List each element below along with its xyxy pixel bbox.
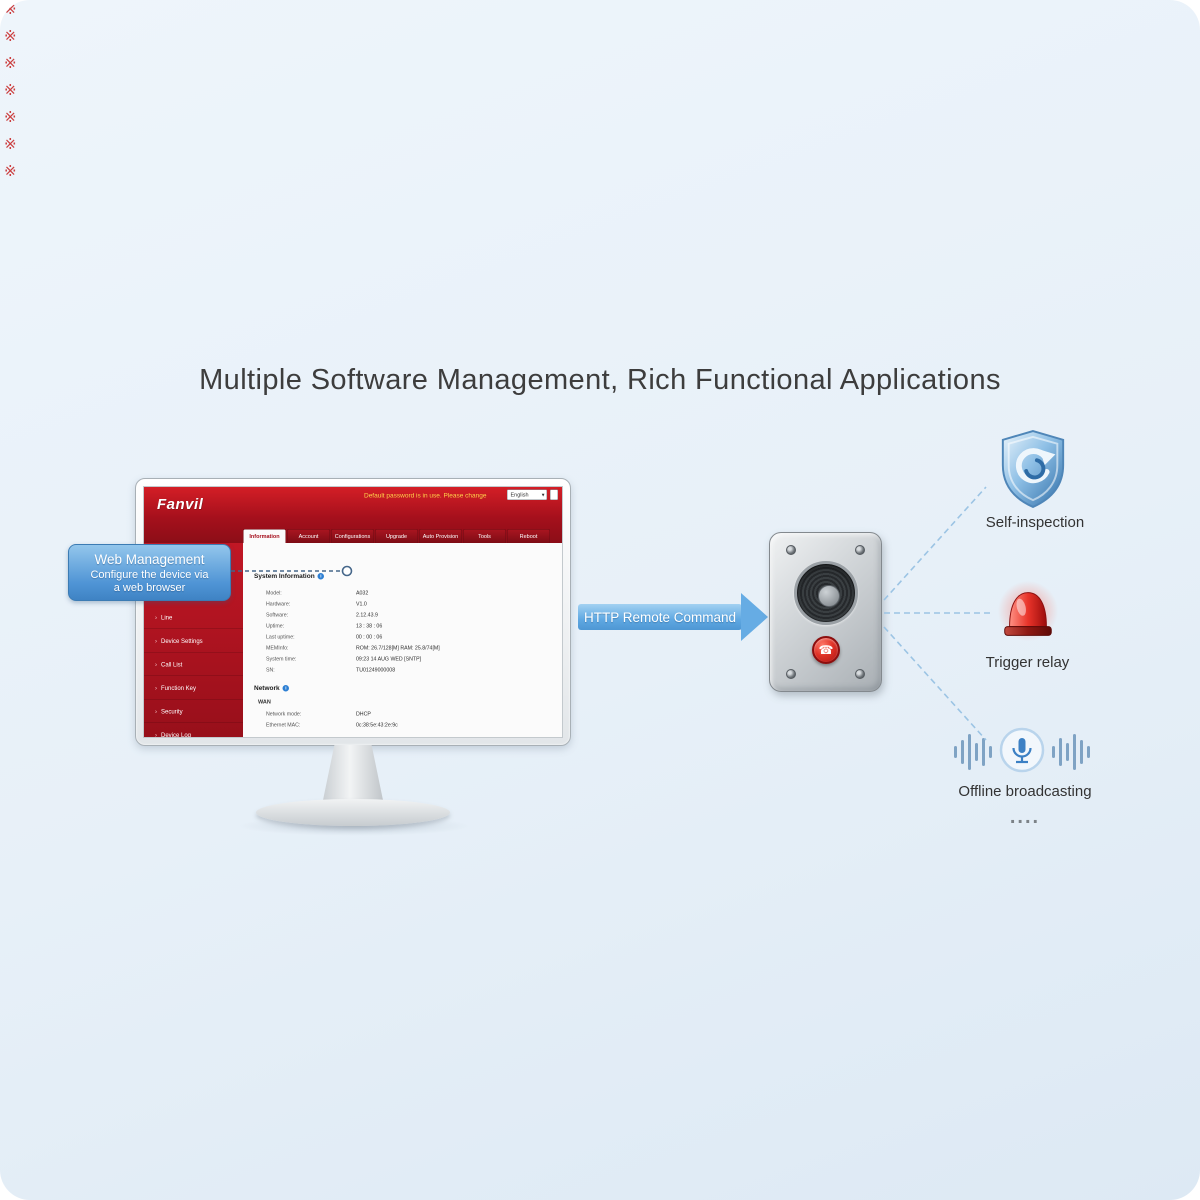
- tab-auto-provision[interactable]: Auto Provision: [419, 529, 462, 543]
- callout-title: Web Management: [94, 552, 205, 567]
- language-value: English: [510, 491, 529, 498]
- tab-reboot[interactable]: Reboot: [507, 529, 550, 543]
- chevron-right-icon: ›: [155, 661, 157, 668]
- device-to-shield-line: [883, 486, 987, 601]
- field-value: 09:23 14 AUG WED [SNTP]: [356, 656, 422, 662]
- field-label: Last uptime:: [266, 634, 295, 640]
- sidebar-item-call-list[interactable]: › Call List: [144, 653, 243, 676]
- screw-icon: [786, 545, 796, 555]
- chevron-right-icon: ›: [155, 637, 157, 645]
- field-value: 00 : 00 : 06: [356, 634, 383, 640]
- field-value: A032: [356, 590, 369, 596]
- info-icon: i: [317, 573, 325, 580]
- shield-icon: [1001, 430, 1065, 509]
- sidebar-item-device-settings[interactable]: › Device Settings: [144, 630, 243, 653]
- monitor-stand-neck: [322, 745, 384, 805]
- tab-account[interactable]: Account: [287, 529, 330, 543]
- sidebar-item-label: Call List: [161, 661, 183, 668]
- field-value: 0c:38:5e:43:2e:9c: [356, 722, 398, 728]
- chevron-right-icon: ›: [155, 684, 157, 692]
- door-phone-device: ☎: [769, 532, 882, 692]
- red-mark-icon: ※: [4, 136, 17, 153]
- sidebar-item-label: Device Log: [161, 731, 192, 738]
- field-value: 13 : 38 : 06: [356, 623, 383, 629]
- chevron-down-icon: ▾: [541, 492, 545, 498]
- language-select[interactable]: English ▾: [507, 489, 547, 500]
- field-label: System time:: [266, 656, 297, 662]
- sidebar-item-function-key[interactable]: › Function Key: [144, 677, 243, 700]
- field-label: SN:: [266, 667, 275, 673]
- wan-label: WAN: [258, 699, 271, 705]
- fanvil-logo: Fanvil: [157, 496, 204, 513]
- call-button: ☎: [812, 636, 840, 664]
- speaker-grille: [794, 561, 858, 625]
- field-label: Ethernet MAC:: [266, 722, 301, 728]
- monitor-screen: Fanvil Default password is in use. Pleas…: [143, 486, 563, 738]
- callout-text-line: Configure the device via: [90, 569, 209, 581]
- tab-tools[interactable]: Tools: [463, 529, 506, 543]
- screw-icon: [855, 669, 865, 679]
- red-mark-icon: ※: [4, 55, 17, 72]
- sidebar-item-label: Security: [161, 708, 183, 715]
- broadcast-icon: [954, 727, 1090, 773]
- tab-bar: Information Account Configurations Upgra…: [243, 529, 550, 543]
- siren-icon: [997, 581, 1059, 642]
- waveform-bars: [954, 734, 1090, 770]
- phone-icon: ☎: [818, 643, 834, 657]
- field-label: MEMInfo:: [266, 645, 289, 651]
- feature-label-self-inspection: Self-inspection: [985, 514, 1085, 531]
- feature-label-offline-broadcasting: Offline broadcasting: [958, 783, 1092, 800]
- web-management-callout: Web Management Configure the device via …: [68, 544, 231, 601]
- monitor-stand-base: [256, 799, 450, 826]
- arrow-label: HTTP Remote Command: [583, 609, 737, 625]
- feature-label-trigger-relay: Trigger relay: [985, 654, 1070, 671]
- field-value: ROM: 26.7/128[M] RAM: 25.8/74[M]: [356, 645, 440, 651]
- info-icon: i: [282, 685, 290, 692]
- field-label: Hardware:: [266, 601, 291, 607]
- screw-icon: [855, 545, 865, 555]
- sidebar-item-device-log[interactable]: › Device Log: [144, 724, 243, 738]
- tab-configurations[interactable]: Configurations: [331, 529, 374, 543]
- field-label: Network mode:: [266, 711, 302, 717]
- field-value: TU01249000008: [356, 667, 396, 673]
- red-mark-icon: ※: [4, 28, 17, 45]
- screw-icon: [786, 669, 796, 679]
- red-mark-icon: ※: [4, 163, 17, 180]
- sidebar-item-label: Function Key: [161, 684, 197, 692]
- sidebar-item-label: Line: [161, 614, 173, 621]
- field-value: 2.12.43.9: [356, 612, 378, 618]
- field-label: Model:: [266, 590, 282, 596]
- microphone-icon: [1018, 738, 1026, 753]
- sidebar-item-label: Device Settings: [161, 637, 203, 645]
- red-mark-icon: ※: [4, 82, 17, 99]
- tab-upgrade[interactable]: Upgrade: [375, 529, 418, 543]
- more-features-ellipsis: ....: [1009, 806, 1041, 828]
- arrow-head: [741, 593, 768, 641]
- language-apply-box[interactable]: [550, 489, 558, 500]
- decorative-red-marks: ※ ※ ※ ※ ※ ※ ※: [4, 2, 17, 179]
- field-value: DHCP: [356, 711, 371, 717]
- red-mark-icon: ※: [4, 109, 17, 126]
- password-warning: Default password is in use. Please chang…: [364, 491, 487, 500]
- callout-text-line: a web browser: [113, 582, 186, 594]
- speaker-cap: [818, 585, 840, 607]
- chevron-right-icon: ›: [155, 708, 157, 715]
- field-label: Uptime:: [266, 623, 285, 629]
- sidebar-item-line[interactable]: › Line: [144, 606, 243, 629]
- red-mark-icon: ※: [4, 1, 17, 18]
- chevron-right-icon: ›: [155, 614, 157, 621]
- page-title: Multiple Software Management, Rich Funct…: [199, 364, 1001, 396]
- monitor: Fanvil Default password is in use. Pleas…: [135, 478, 571, 746]
- sidebar-item-security[interactable]: › Security: [144, 700, 243, 723]
- field-value: V1.0: [356, 601, 367, 607]
- web-admin-ui: Fanvil Default password is in use. Pleas…: [144, 487, 562, 738]
- field-label: Software:: [266, 612, 289, 618]
- tab-information[interactable]: Information: [243, 529, 286, 543]
- chevron-right-icon: ›: [155, 731, 157, 738]
- http-remote-command-arrow: HTTP Remote Command: [578, 604, 742, 630]
